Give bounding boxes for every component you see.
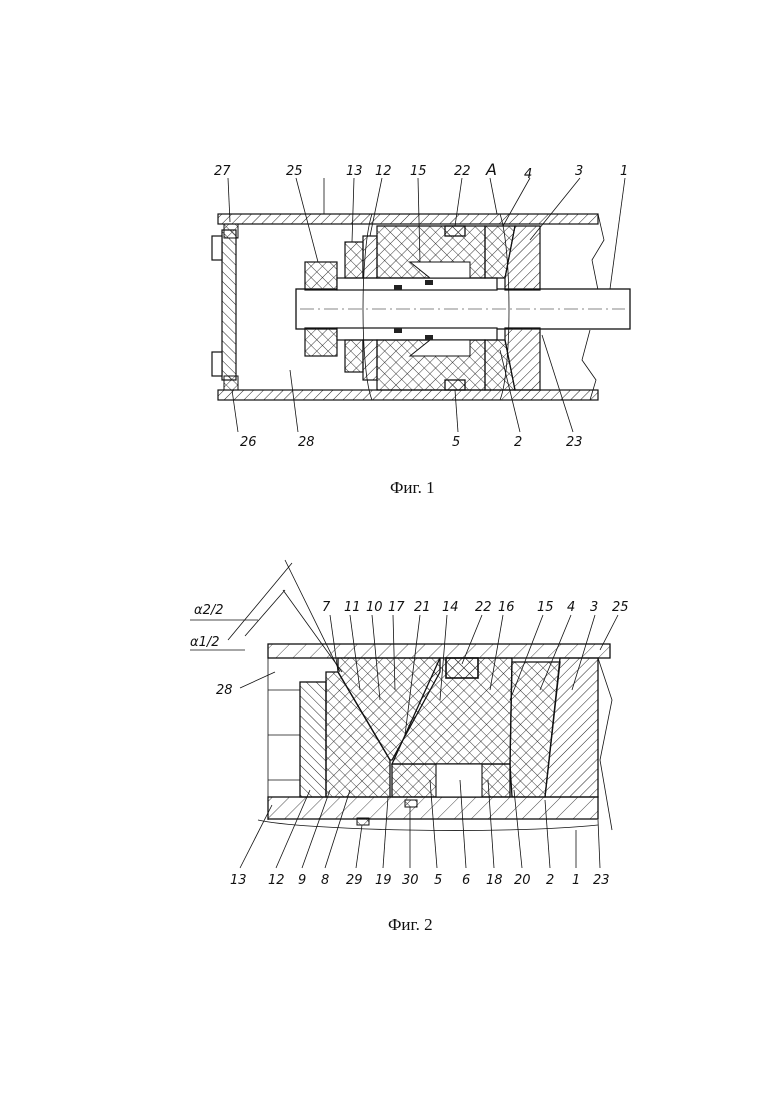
f2-label-12: 12	[268, 873, 285, 888]
f2-label-5: 5	[434, 873, 442, 888]
f2-label-28: 28	[216, 683, 233, 698]
ring-12	[300, 682, 326, 797]
f2-label-16: 16	[498, 600, 515, 615]
f2-label-22: 22	[475, 600, 492, 615]
seal-5-lower	[445, 380, 465, 390]
f2-label-23: 23	[593, 873, 610, 888]
figure-1-caption: Фиг. 1	[390, 478, 435, 497]
label-3: 3	[575, 164, 583, 179]
figure-2: α2/2 α1/2 7 11 10 17 21 14 22 16 15 4 3 …	[190, 560, 629, 934]
label-23: 23	[566, 435, 583, 450]
f2-label-4: 4	[567, 600, 575, 615]
break-line-top	[592, 214, 604, 300]
label-26: 26	[240, 435, 257, 450]
ring-6-core	[436, 764, 482, 797]
figure-2-caption: Фиг. 2	[388, 915, 433, 934]
end-cap-lug-top	[212, 236, 222, 260]
f2-label-7: 7	[322, 600, 331, 615]
angle-label-a1: α1/2	[190, 635, 220, 650]
nut-lower	[305, 328, 337, 356]
f2-label-25: 25	[612, 600, 629, 615]
f2-label-6: 6	[462, 873, 470, 888]
housing-bottom-wall	[218, 390, 598, 400]
figure-1: 27 25 13 12 15 22 A 4 3 1 26 28 5 2 23 Ф…	[212, 160, 630, 497]
ring-13-lower	[345, 340, 363, 372]
f2-label-29: 29	[346, 873, 363, 888]
label-1: 1	[620, 164, 628, 179]
bushing-lower	[337, 328, 497, 340]
o-ring-29	[357, 818, 369, 825]
label-12: 12	[375, 164, 392, 179]
ring-13-upper	[345, 242, 363, 278]
label-28: 28	[298, 435, 315, 450]
o-ring-upper-2	[425, 280, 433, 285]
label-A: A	[485, 160, 497, 179]
fastener-bottom	[224, 376, 238, 390]
f2-label-2: 2	[546, 873, 554, 888]
label-13: 13	[346, 164, 363, 179]
f2-label-19: 19	[375, 873, 392, 888]
fastener-top	[224, 224, 238, 238]
label-22: 22	[454, 164, 471, 179]
f2-label-21: 21	[414, 600, 431, 615]
f2-label-15: 15	[537, 600, 554, 615]
f2-label-1: 1	[572, 873, 580, 888]
label-27: 27	[214, 164, 231, 179]
end-cap	[222, 230, 236, 380]
o-ring-lower-2	[425, 335, 433, 340]
o-ring-upper-1	[394, 285, 402, 290]
f2-label-11: 11	[344, 600, 361, 615]
f2-label-10: 10	[366, 600, 383, 615]
label-2: 2	[514, 435, 522, 450]
housing-top-wall	[218, 214, 598, 224]
f2-label-20: 20	[514, 873, 531, 888]
f2-label-14: 14	[442, 600, 459, 615]
label-5: 5	[452, 435, 460, 450]
label-25: 25	[286, 164, 303, 179]
end-cap-lug-bottom	[212, 352, 222, 376]
break-line-right	[598, 658, 612, 830]
label-15: 15	[410, 164, 427, 179]
o-ring-30	[405, 800, 417, 807]
f2-label-18: 18	[486, 873, 503, 888]
bushing-upper	[337, 278, 497, 290]
f2-label-17: 17	[388, 600, 405, 615]
f2-label-3: 3	[590, 600, 598, 615]
housing-wall-25	[268, 644, 610, 658]
f2-label-8: 8	[321, 873, 329, 888]
label-4: 4	[524, 167, 532, 182]
o-ring-lower-1	[394, 328, 402, 333]
seal-22	[446, 658, 478, 678]
f2-label-9: 9	[298, 873, 306, 888]
angle-label-a2: α2/2	[194, 603, 224, 618]
nut-upper	[305, 262, 337, 290]
f2-label-30: 30	[402, 873, 419, 888]
f2-label-13: 13	[230, 873, 247, 888]
seal-22-upper	[445, 226, 465, 236]
